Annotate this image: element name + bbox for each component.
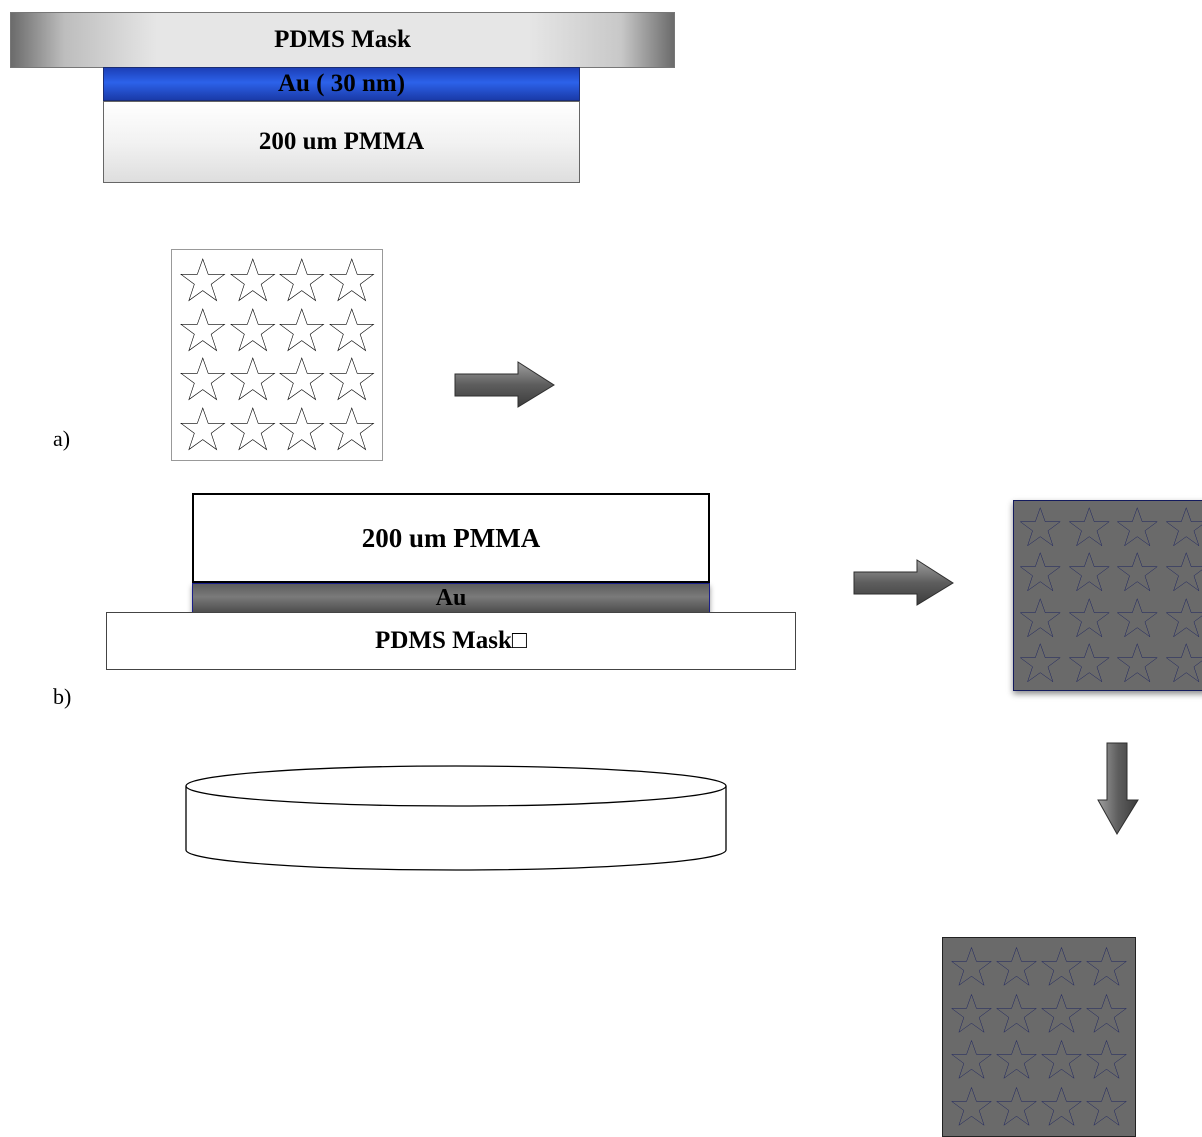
star-icon bbox=[1113, 505, 1162, 550]
pmma-label-b: 200 um PMMA bbox=[362, 523, 540, 554]
star-icon bbox=[1039, 944, 1084, 991]
star-icon bbox=[1084, 1037, 1129, 1084]
arrow-down-icon bbox=[1096, 742, 1140, 836]
pdms-mask-label-b: PDMS Mask□ bbox=[375, 627, 527, 655]
star-icon bbox=[994, 991, 1039, 1038]
star-icon bbox=[277, 256, 327, 306]
star-icon bbox=[1016, 641, 1065, 686]
star-icon bbox=[1065, 641, 1114, 686]
star-icon bbox=[1016, 596, 1065, 641]
star-icon bbox=[178, 355, 228, 405]
pdms-mask-layer-b: PDMS Mask□ bbox=[106, 612, 796, 670]
star-icon bbox=[1065, 550, 1114, 595]
star-icon bbox=[1162, 596, 1202, 641]
step-b-label: b) bbox=[53, 684, 71, 710]
star-icon bbox=[1039, 1037, 1084, 1084]
star-icon bbox=[1113, 641, 1162, 686]
pmma-label-top: 200 um PMMA bbox=[259, 128, 424, 156]
star-icon bbox=[228, 256, 278, 306]
gold-star-pattern-transferred bbox=[1013, 500, 1202, 691]
step-a-label: a) bbox=[53, 426, 70, 452]
star-icon bbox=[1065, 596, 1114, 641]
arrow-right-icon bbox=[454, 360, 558, 410]
star-icon bbox=[277, 355, 327, 405]
star-icon bbox=[949, 1084, 994, 1131]
pmma-layer-b: 200 um PMMA bbox=[192, 493, 710, 583]
star-icon bbox=[1065, 505, 1114, 550]
star-icon bbox=[1162, 641, 1202, 686]
star-icon bbox=[327, 355, 377, 405]
star-icon bbox=[994, 944, 1039, 991]
star-icon bbox=[277, 306, 327, 356]
star-icon bbox=[1084, 1084, 1129, 1131]
star-icon bbox=[1162, 550, 1202, 595]
star-pattern-mask bbox=[171, 249, 383, 461]
star-icon bbox=[1162, 505, 1202, 550]
star-icon bbox=[1113, 596, 1162, 641]
star-icon bbox=[327, 256, 377, 306]
star-icon bbox=[1016, 505, 1065, 550]
gold-layer-b: Au bbox=[192, 583, 710, 613]
star-icon bbox=[178, 256, 228, 306]
arrow-right-icon bbox=[853, 558, 957, 608]
star-icon bbox=[178, 405, 228, 455]
star-icon bbox=[1113, 550, 1162, 595]
gold-label-b: Au bbox=[436, 585, 467, 612]
star-icon bbox=[994, 1084, 1039, 1131]
gold-star-pattern-final bbox=[942, 937, 1136, 1137]
star-icon bbox=[228, 306, 278, 356]
star-icon bbox=[178, 306, 228, 356]
pdms-mask-layer-top: PDMS Mask bbox=[10, 12, 675, 68]
star-icon bbox=[327, 306, 377, 356]
star-icon bbox=[228, 355, 278, 405]
star-icon bbox=[1016, 550, 1065, 595]
star-icon bbox=[277, 405, 327, 455]
star-icon bbox=[994, 1037, 1039, 1084]
star-icon bbox=[327, 405, 377, 455]
pmma-layer-top: 200 um PMMA bbox=[103, 101, 580, 183]
star-icon bbox=[949, 1037, 994, 1084]
petri-dish-icon bbox=[183, 758, 729, 878]
gold-layer-top: Au ( 30 nm) bbox=[103, 67, 580, 101]
star-icon bbox=[1039, 1084, 1084, 1131]
star-icon bbox=[1039, 991, 1084, 1038]
star-icon bbox=[228, 405, 278, 455]
star-icon bbox=[949, 944, 994, 991]
pdms-mask-label-top: PDMS Mask bbox=[274, 26, 411, 54]
star-icon bbox=[1084, 944, 1129, 991]
star-icon bbox=[949, 991, 994, 1038]
star-icon bbox=[1084, 991, 1129, 1038]
gold-layer-label-top: Au ( 30 nm) bbox=[278, 70, 405, 98]
